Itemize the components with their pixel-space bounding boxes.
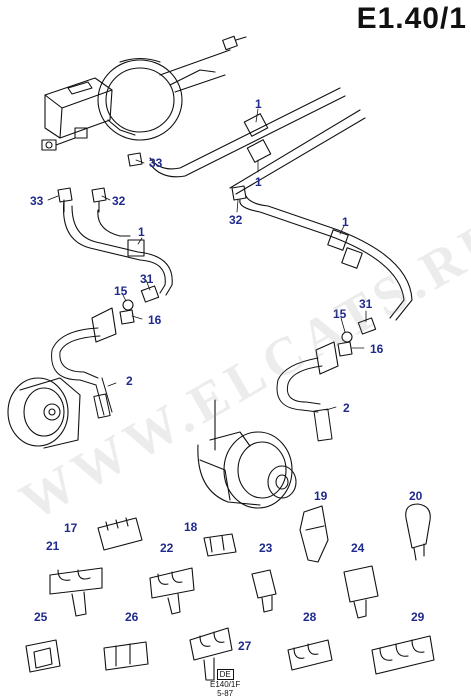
bracket-left	[91, 307, 117, 343]
clip-29	[371, 635, 435, 675]
brake-caliper-left	[7, 377, 81, 449]
flexible-hose-2-left	[51, 327, 113, 419]
clip-24	[343, 565, 379, 619]
stamp-code: E140/1F	[210, 680, 241, 689]
clip-25	[25, 639, 61, 673]
brake-pipe-rear-upper	[149, 87, 366, 195]
connector-31-left	[140, 285, 160, 303]
master-cylinder	[41, 77, 113, 151]
union-nut-33-top	[127, 152, 143, 167]
callout-2-right: 2	[343, 401, 350, 415]
hub-caliper-right	[197, 399, 297, 509]
clip-21	[49, 567, 103, 617]
brake-booster	[97, 35, 247, 141]
callout-25: 25	[34, 610, 48, 624]
callout-31-right: 31	[359, 297, 373, 311]
callout-19: 19	[314, 489, 328, 503]
callout-27: 27	[238, 639, 252, 653]
clip-27	[189, 627, 233, 681]
stamp-box: DE	[216, 669, 234, 680]
callout-20: 20	[409, 489, 423, 503]
union-nut-32-left	[91, 187, 107, 213]
callout-16-left: 16	[148, 313, 162, 327]
callout-32-left: 32	[112, 194, 126, 208]
flexible-hose-2-right	[276, 357, 333, 442]
clip-26	[103, 641, 149, 671]
callout-24: 24	[351, 541, 365, 555]
callout-1-left: 1	[138, 225, 145, 239]
callout-2-left: 2	[126, 374, 133, 388]
connector-31-right	[357, 317, 377, 335]
callout-29: 29	[411, 610, 425, 624]
callout-33-top: 33	[149, 156, 163, 170]
callout-22: 22	[160, 541, 174, 555]
callout-17: 17	[64, 521, 78, 535]
callout-18: 18	[184, 520, 198, 534]
callout-32-center: 32	[229, 213, 243, 227]
callout-1-top: 1	[255, 97, 262, 111]
pipe-clip-1-right	[327, 229, 363, 269]
brake-pipe-front-left	[62, 199, 173, 296]
callout-1-pipe: 1	[255, 175, 262, 189]
callout-15-right: 15	[333, 307, 347, 321]
drawing-stamp: DE E140/1F 5-87	[210, 669, 240, 698]
callout-15-left: 15	[114, 284, 128, 298]
callout-33-left: 33	[30, 194, 44, 208]
leader-lines	[47, 108, 367, 411]
stamp-date: 5-87	[217, 689, 234, 698]
nut-16-right	[337, 341, 353, 357]
pipe-clip-1-top	[243, 113, 272, 163]
nut-16-left	[119, 309, 135, 325]
callout-28: 28	[303, 610, 317, 624]
washer-15-left	[122, 299, 134, 311]
brake-pipe-front-right	[239, 195, 413, 321]
union-nut-32-center	[231, 185, 247, 201]
clip-22	[149, 567, 195, 615]
clip-18	[203, 533, 237, 557]
callout-26: 26	[125, 610, 139, 624]
callout-labels: 1 1 1 1 33 33 32 32 31 15 16 2 31 15 16 …	[30, 97, 425, 653]
clip-17	[97, 517, 143, 551]
callout-31-left: 31	[140, 272, 154, 286]
callout-1-right: 1	[342, 215, 349, 229]
callout-16-right: 16	[370, 342, 384, 356]
callout-21: 21	[46, 539, 60, 553]
diagram-title: E1.40/1	[356, 2, 467, 35]
union-nut-33-left	[57, 187, 73, 213]
clip-28	[287, 639, 333, 671]
pipe-clip-1-left	[127, 239, 145, 257]
clip-20	[405, 503, 431, 561]
callout-23: 23	[259, 541, 273, 555]
clip-19	[299, 505, 329, 563]
clip-23	[251, 569, 277, 613]
